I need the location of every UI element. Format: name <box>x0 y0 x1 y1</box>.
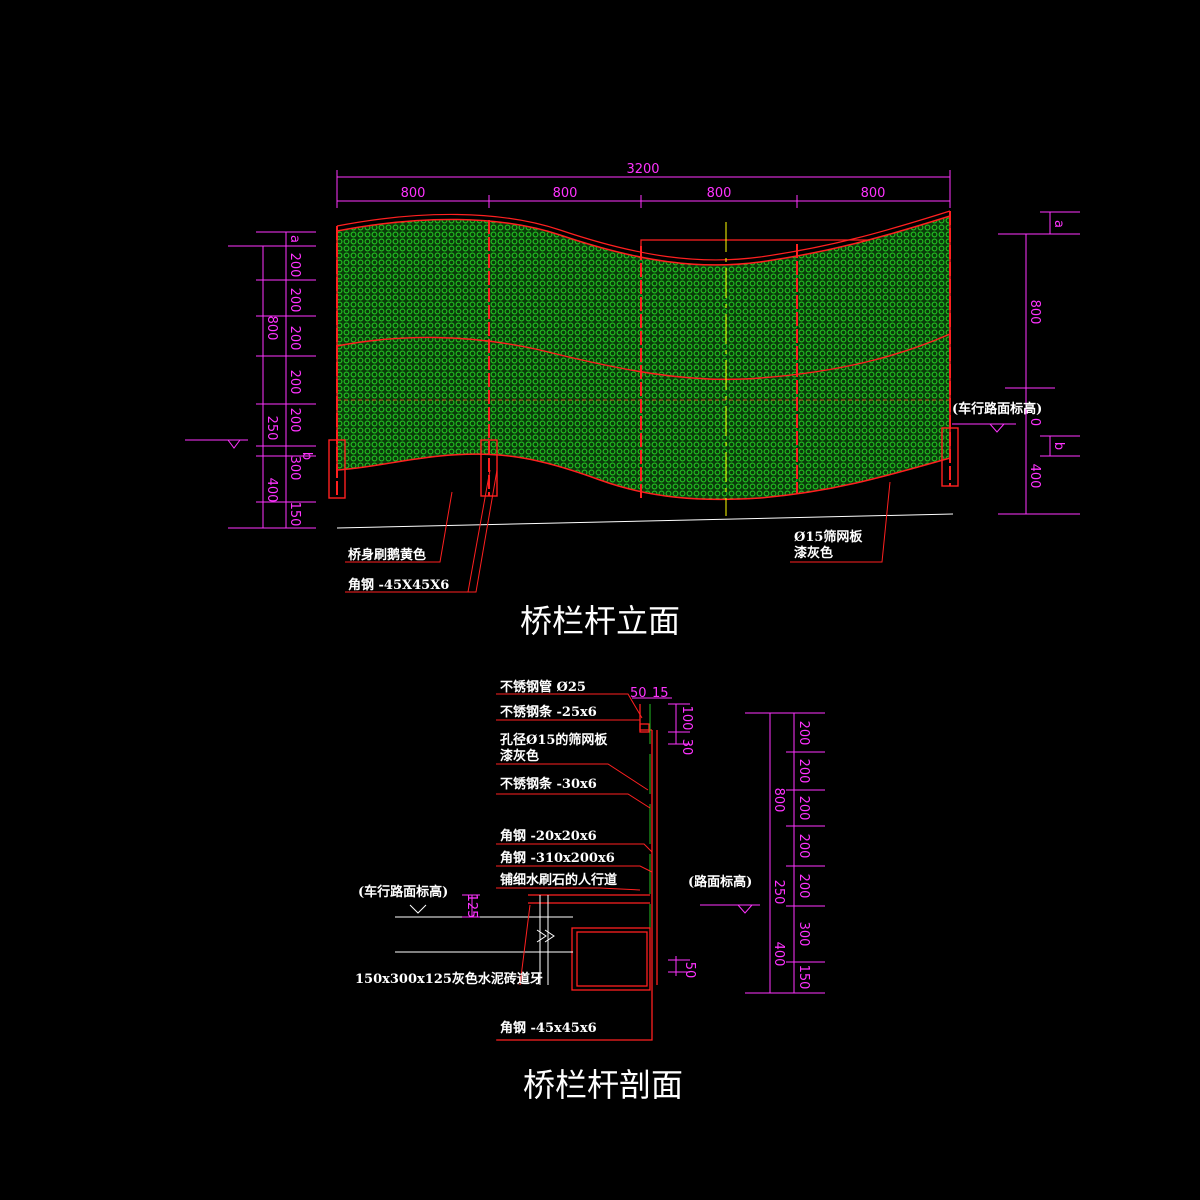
elevation-view: 3200 800 800 800 800 800 250 400 a 200 2… <box>185 162 1080 640</box>
dim-left-200-1: 200 <box>287 253 302 278</box>
mesh-label-line1: Ø15筛网板 <box>794 529 863 545</box>
middle-rail <box>336 333 951 381</box>
section-dim-200-3: 200 <box>796 796 811 821</box>
dim-left-200-4: 200 <box>287 370 302 395</box>
section-dim-400: 400 <box>771 942 786 967</box>
dim-seg-2: 800 <box>553 186 578 201</box>
dim-left-200-3: 200 <box>287 326 302 351</box>
mesh-panel <box>336 214 951 501</box>
dim-right-400: 400 <box>1027 464 1042 489</box>
top-rail <box>336 210 951 261</box>
section-dim-200-2: 200 <box>796 759 811 784</box>
section-right-dimension <box>700 712 825 994</box>
dim-100: 100 <box>679 706 694 731</box>
strip30-label: 不锈钢条 -30x6 <box>500 776 597 792</box>
dim-left-200-2: 200 <box>287 288 302 313</box>
angle20-label: 角钢 -20x20x6 <box>500 828 597 844</box>
section-view: 不锈钢管 Ø25 不锈钢条 -25x6 孔径Ø15的筛网板 漆灰色 不锈钢条 -… <box>355 679 825 1104</box>
dim-left-150: 150 <box>287 502 302 527</box>
bridge-paint-label: 桥身刷鹅黄色 <box>348 547 426 563</box>
dim-125: 125 <box>464 894 479 919</box>
sidewalk-label: 铺细水刷石的人行道 <box>500 872 617 888</box>
section-road-level-label: (车行路面标高) <box>358 884 448 900</box>
dim-left-a: a <box>287 235 302 243</box>
section-dim-150: 150 <box>796 965 811 990</box>
dim-left-800: 800 <box>264 316 279 341</box>
dim-right-a: a <box>1051 220 1066 228</box>
section-railing <box>639 704 658 985</box>
dim-15: 15 <box>652 686 669 701</box>
dim-left-200-5: 200 <box>287 408 302 433</box>
dim-seg-3: 800 <box>707 186 732 201</box>
dim-left-300: 300 <box>287 456 302 481</box>
angle-steel-label: 角钢 -45X45X6 <box>348 577 449 593</box>
dim-left-b: b <box>299 452 314 460</box>
top-dimension <box>336 170 951 208</box>
dim-left-400: 400 <box>264 478 279 503</box>
pipe-label: 不锈钢管 Ø25 <box>500 679 586 695</box>
dim-30: 30 <box>679 739 694 756</box>
elevation-title: 桥栏杆立面 <box>520 602 680 640</box>
section-dim-800: 800 <box>771 788 786 813</box>
mesh-label-line2: 漆灰色 <box>794 545 833 561</box>
section-dim-250: 250 <box>771 880 786 905</box>
ground-line <box>336 513 954 529</box>
strip25-label: 不锈钢条 -25x6 <box>500 704 597 720</box>
section-dim-200-4: 200 <box>796 834 811 859</box>
dim-right-p: 0 <box>1027 418 1042 426</box>
left-dimension <box>185 231 316 529</box>
walk-level-label: (路面标高) <box>688 874 752 890</box>
road-level-label: (车行路面标高) <box>952 401 1042 417</box>
dim-right-b: b <box>1051 442 1066 450</box>
right-dimension <box>952 211 1080 515</box>
dim-50-bottom: 50 <box>682 962 697 979</box>
section-dim-200-1: 200 <box>796 721 811 746</box>
section-mesh-line1: 孔径Ø15的筛网板 <box>500 732 608 748</box>
dim-seg-1: 800 <box>401 186 426 201</box>
dim-total-3200: 3200 <box>626 162 659 177</box>
post-bases <box>328 427 959 499</box>
section-title: 桥栏杆剖面 <box>523 1066 683 1104</box>
posts <box>336 211 951 500</box>
dim-50: 50 <box>630 686 647 701</box>
angle45-label: 角钢 -45x45x6 <box>500 1020 597 1036</box>
dim-seg-4: 800 <box>861 186 886 201</box>
section-dim-300: 300 <box>796 922 811 947</box>
section-mesh-line2: 漆灰色 <box>500 748 539 764</box>
dim-right-800: 800 <box>1027 300 1042 325</box>
dim-left-250: 250 <box>264 416 279 441</box>
curb-label: 150x300x125灰色水泥砖道牙 <box>355 971 543 987</box>
section-dim-200-5: 200 <box>796 874 811 899</box>
angle310-label: 角钢 -310x200x6 <box>500 850 615 866</box>
